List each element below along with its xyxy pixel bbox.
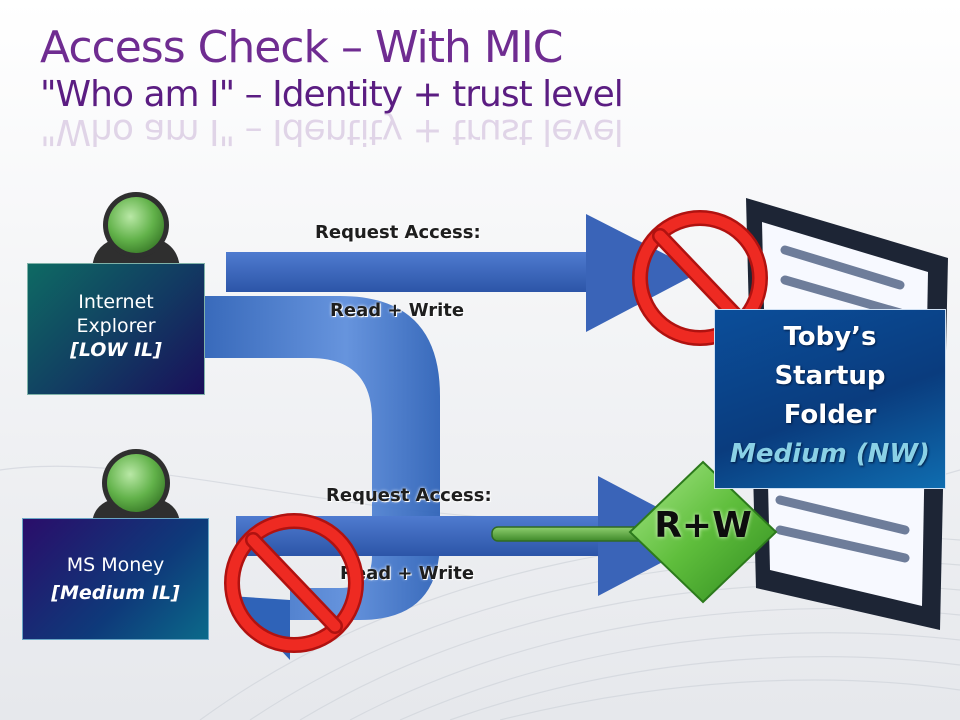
title-line-1: Access Check – With MIC [40,22,563,73]
request-label-top: Request Access: [315,222,481,243]
no-entry-icon [632,210,768,346]
user-icon [92,192,180,272]
title-line-2: "Who am I" – Identity + trust level [40,74,624,115]
integrity-level: [LOW IL] [70,339,162,361]
grant-diamond-icon [628,460,778,604]
user-icon [92,449,180,526]
process-name: Internet Explorer [76,291,156,337]
request-label-bottom: Request Access: [326,485,492,506]
access-label-top: Read + Write [330,300,465,321]
folder-name-line-1: Toby’s [783,322,877,352]
process-ms-money: MS Money [Medium IL] [22,518,209,640]
process-name: MS Money [66,554,165,576]
folder-name-line-3: Folder [783,400,877,430]
process-internet-explorer: Internet Explorer [LOW IL] [27,263,205,395]
grant-label: R+W [654,505,752,546]
integrity-level: [Medium IL] [51,582,180,604]
slide-title: Access Check – With MIC "Who am I" – Ide… [40,22,624,116]
target-folder: Toby’s Startup Folder Medium (NW) [714,309,946,489]
folder-integrity-level: Medium (NW) [730,439,930,469]
curved-arrow-head [230,596,290,660]
access-label-bottom: Read + Write [340,563,475,584]
folder-name-line-2: Startup [774,361,886,391]
